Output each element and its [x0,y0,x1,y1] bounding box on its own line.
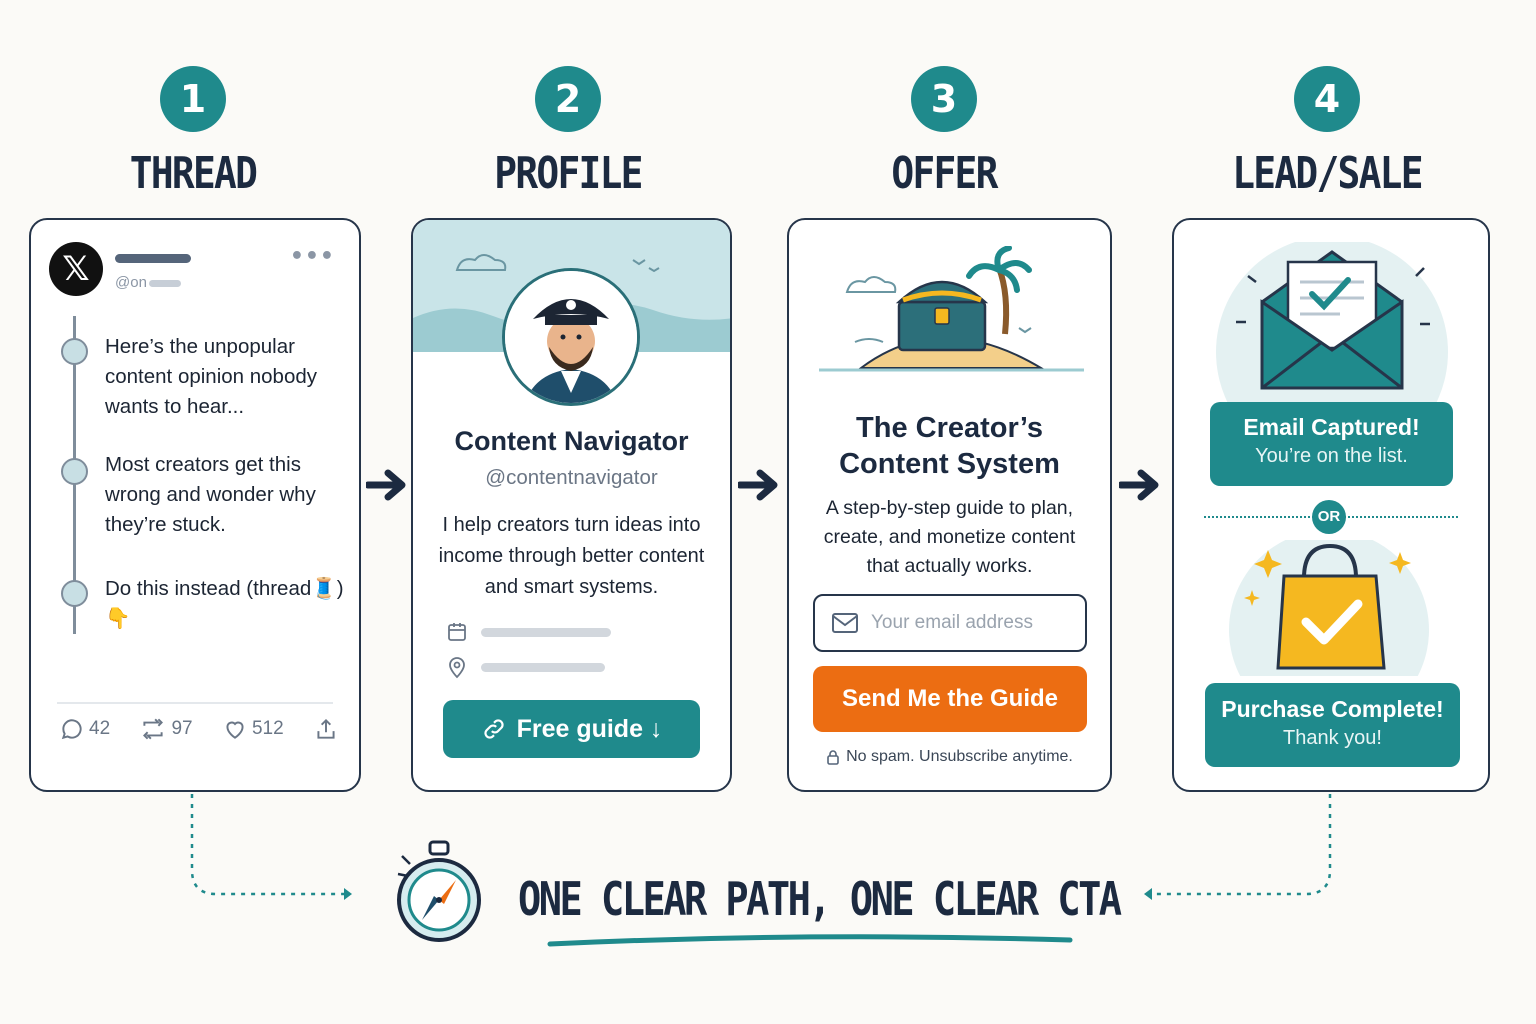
privacy-note: No spam. Unsubscribe anytime. [789,748,1110,766]
treasure-island-illustration [819,246,1084,372]
offer-description: A step-by-step guide to plan, create, an… [823,497,1076,577]
thread-node [61,458,88,485]
divider [57,702,333,704]
step-4-header: 4 LEAD/SALE [1177,66,1477,199]
result-card: Email Captured! You’re on the list. OR P… [1172,218,1490,792]
step-number: 2 [535,66,601,132]
thread-post-3: Do this instead (thread🧵) 👇 [105,577,344,630]
step-2-header: 2 PROFILE [418,66,718,199]
offer-card: The Creator’s Content System A step-by-s… [787,218,1112,792]
repost-count: 97 [171,718,193,739]
compass-icon [397,840,481,942]
offer-title-line-1: The Creator’s [856,412,1043,444]
step-title: PROFILE [494,148,643,199]
purchase-complete-subtitle: Thank you! [1283,727,1382,749]
email-captured-subtitle: You’re on the list. [1255,445,1408,467]
thread-post-1: Here’s the unpopular content opinion nob… [105,335,318,418]
share-icon[interactable] [313,716,339,742]
reply-count: 42 [89,718,111,739]
email-input[interactable] [871,612,1071,634]
envelope-check-illustration [1216,242,1448,402]
pirate-avatar [502,268,640,406]
path-connector-right [1144,794,1332,900]
repost-stat[interactable]: 97 [139,716,193,742]
joined-date-placeholder [481,628,611,637]
comment-icon [61,719,82,740]
more-options-icon[interactable]: ••• [289,244,335,269]
email-captured-title: Email Captured! [1243,414,1420,440]
purchase-complete-title: Purchase Complete! [1221,696,1444,722]
step-title: THREAD [129,148,258,199]
calendar-icon [448,623,466,641]
flow-arrow-icon [738,469,778,501]
profile-card: Content Navigator @contentnavigator I he… [411,218,732,792]
thread-card: 𝕏 @on ••• Here’s the unpopular content o… [29,218,361,792]
send-guide-button[interactable]: Send Me the Guide [813,666,1087,732]
free-guide-label: Free guide ↓ [516,714,663,743]
offer-title: The Creator’s Content System [789,410,1110,482]
step-number: 1 [160,66,226,132]
author-handle: @on [115,274,147,291]
or-badge: OR [1312,500,1346,534]
step-title: OFFER [891,148,998,199]
email-field[interactable] [813,594,1087,652]
link-icon [483,719,504,739]
reply-stat[interactable]: 42 [59,716,110,742]
engagement-bar: 42 97 512 [59,716,339,742]
thread-node [61,338,88,365]
step-1-header: 1 THREAD [43,66,343,199]
email-captured-box: Email Captured! You’re on the list. [1210,402,1453,486]
flow-arrow-icon [1119,469,1159,501]
profile-bio: I help creators turn ideas into income t… [438,514,705,598]
location-placeholder [481,663,605,672]
repost-icon [143,718,164,740]
tagline: ONE CLEAR PATH, ONE CLEAR CTA [518,872,1122,926]
step-3-header: 3 OFFER [794,66,1094,199]
author-name-placeholder [115,254,191,263]
step-title: LEAD/SALE [1232,148,1423,199]
profile-name: Content Navigator [454,426,689,456]
purchase-complete-box: Purchase Complete! Thank you! [1205,683,1460,767]
offer-title-line-2: Content System [839,448,1060,480]
profile-handle: @contentnavigator [485,466,658,489]
thread-node [61,580,88,607]
path-connector-left [190,794,352,900]
location-icon [449,657,465,679]
x-logo-icon: 𝕏 [49,242,103,296]
lock-icon [827,750,839,765]
step-number: 4 [1294,66,1360,132]
flow-arrow-icon [366,469,406,501]
privacy-note-text: No spam. Unsubscribe anytime. [846,748,1073,765]
step-number: 3 [911,66,977,132]
like-count: 512 [251,718,284,739]
like-stat[interactable]: 512 [222,716,284,742]
shopping-bag-check-illustration [1229,540,1429,676]
heart-icon [226,721,244,739]
tagline-underline [547,934,1073,947]
free-guide-button[interactable]: Free guide ↓ [443,700,700,758]
mail-icon [832,613,858,633]
handle-placeholder [149,280,181,287]
thread-post-2: Most creators get this wrong and wonder … [105,453,316,536]
